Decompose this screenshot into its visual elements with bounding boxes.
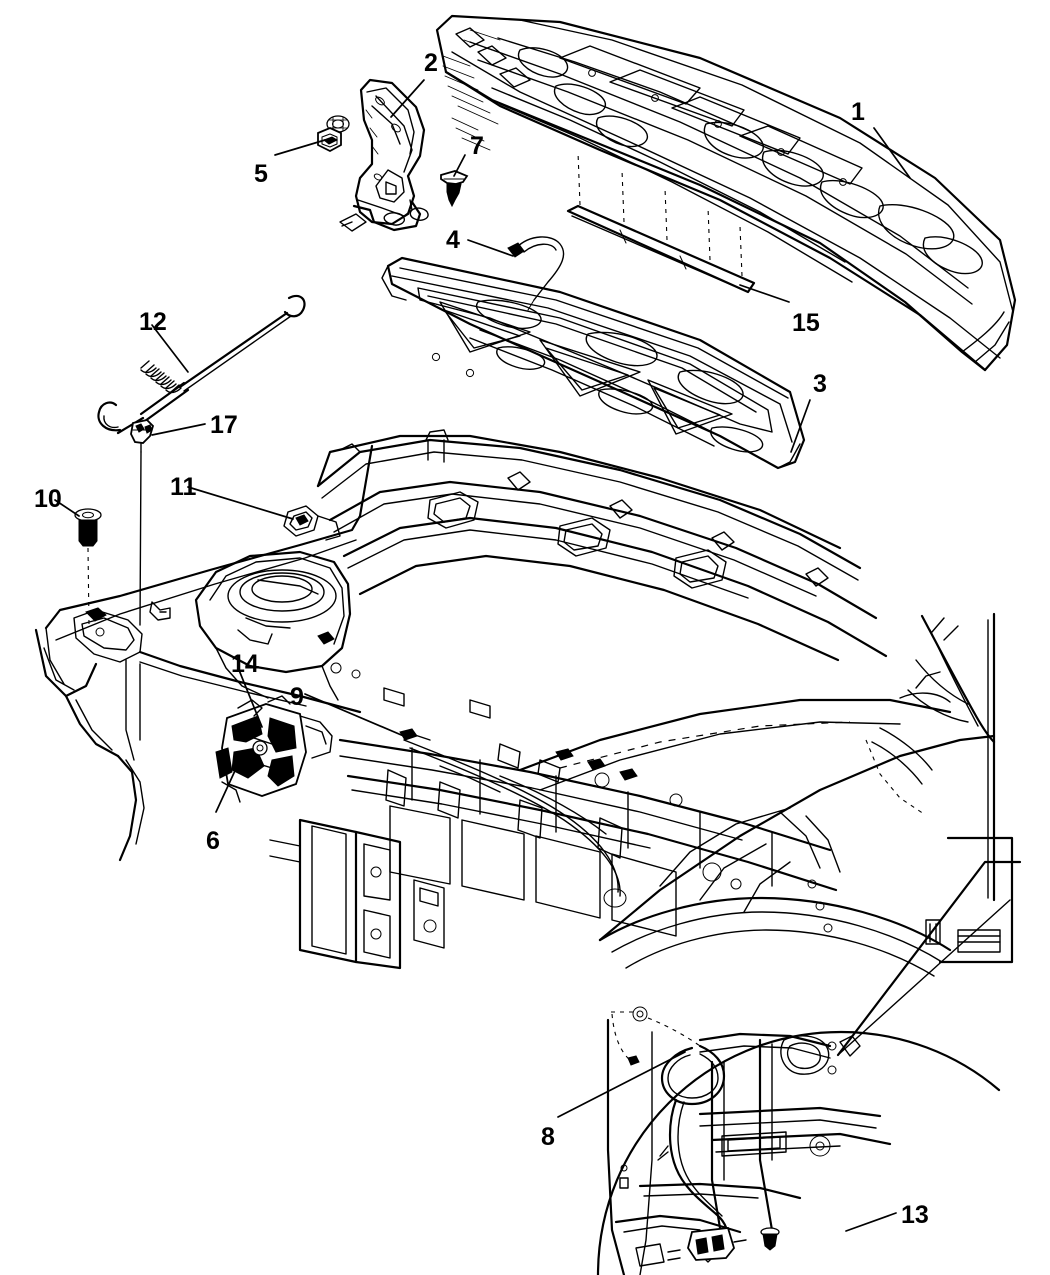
hood-hinge <box>339 78 429 232</box>
callout-label-3[interactable]: 3 <box>813 370 827 398</box>
leader-9 <box>304 693 407 738</box>
detail-view-content <box>606 1006 892 1275</box>
callout-label-5[interactable]: 5 <box>254 160 268 188</box>
callout-label-13[interactable]: 13 <box>901 1201 929 1229</box>
leader-13 <box>845 1212 897 1232</box>
leader-2 <box>390 79 425 118</box>
callout-label-10[interactable]: 10 <box>34 485 62 513</box>
cable-screw-13 <box>760 1227 780 1251</box>
callout-label-17[interactable]: 17 <box>210 411 238 439</box>
leader-10 <box>54 499 80 517</box>
callout-label-1[interactable]: 1 <box>851 98 865 126</box>
callout-label-2[interactable]: 2 <box>424 49 438 77</box>
callout-label-15[interactable]: 15 <box>792 309 820 337</box>
callout-label-11[interactable]: 11 <box>170 473 197 501</box>
prop-rod-retainer-4 <box>507 236 565 311</box>
leader-5 <box>274 139 326 156</box>
prop-rod-spring <box>139 360 190 423</box>
callout-label-12[interactable]: 12 <box>139 308 167 336</box>
leader-8 <box>557 1051 686 1118</box>
callout-label-6[interactable]: 6 <box>206 827 220 855</box>
leader-14 <box>238 669 263 728</box>
hood-weatherstrip <box>566 151 756 294</box>
callout-label-9[interactable]: 9 <box>290 683 304 711</box>
push-pin-retainer <box>440 170 469 208</box>
hinge-bolt <box>74 508 102 626</box>
leader-4 <box>467 239 514 257</box>
callout-label-7[interactable]: 7 <box>470 132 484 160</box>
hood-latch-assembly <box>215 695 333 803</box>
leader-6 <box>215 761 240 813</box>
hood-prop-rod <box>97 294 306 435</box>
leader-11 <box>187 486 294 520</box>
prop-rod-bracket-11 <box>283 505 341 541</box>
latch-screw-9 <box>399 728 431 741</box>
leader-7 <box>453 154 466 177</box>
leader-15 <box>739 284 790 303</box>
leader-17 <box>151 423 206 436</box>
callout-label-8[interactable]: 8 <box>541 1123 555 1151</box>
hinge-nut <box>317 115 350 153</box>
prop-rod-clip-17 <box>130 419 155 626</box>
hood-outer-panel <box>435 14 1017 372</box>
callout-label-4[interactable]: 4 <box>446 226 460 254</box>
leader-12 <box>151 324 189 373</box>
hood-inner-panel <box>381 256 806 470</box>
leader-3 <box>790 399 811 453</box>
leader-1 <box>873 127 911 179</box>
vehicle-body-structure <box>34 429 1014 977</box>
callout-label-14[interactable]: 14 <box>231 650 259 678</box>
